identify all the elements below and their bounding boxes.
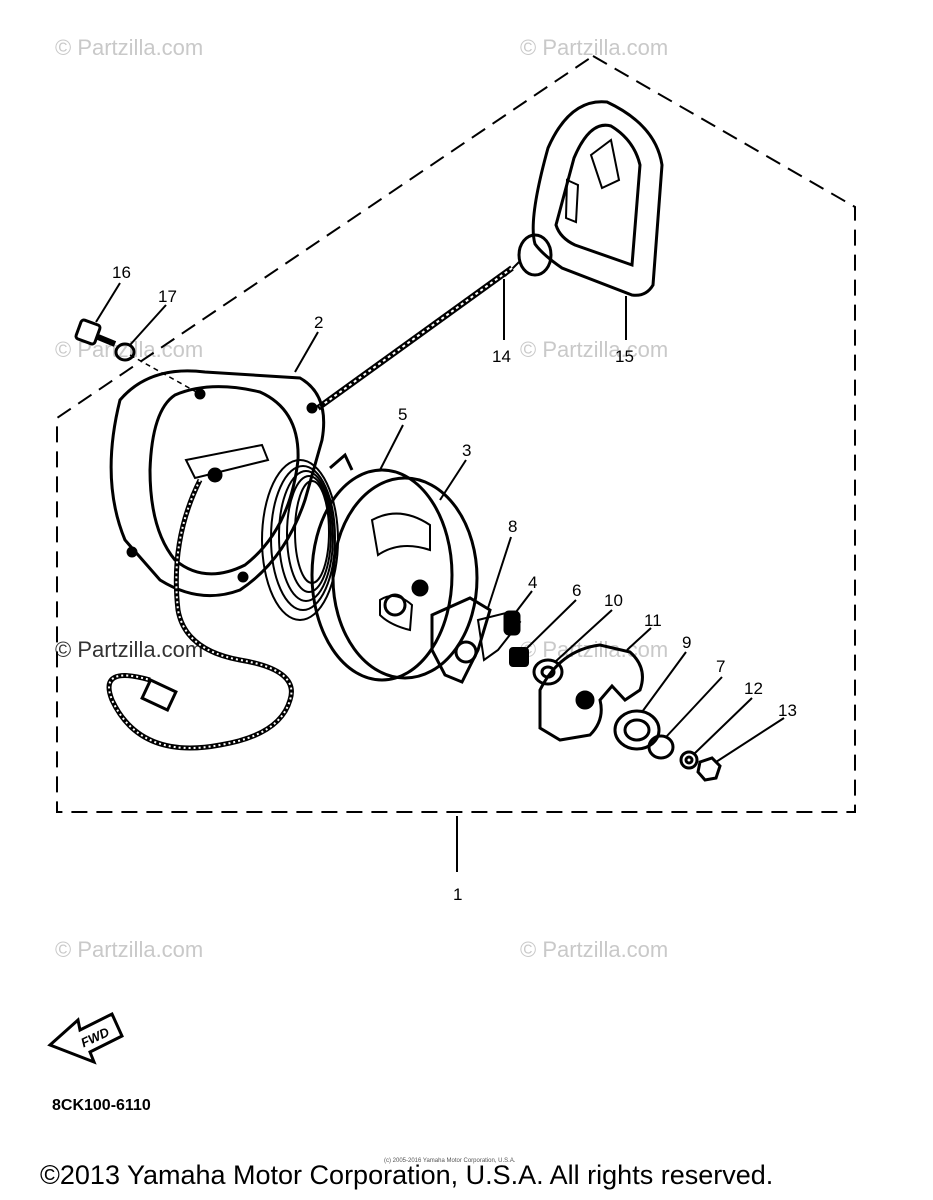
watermark-low-left: © Partzilla.com (55, 637, 204, 662)
callout-16: 16 (112, 263, 131, 282)
watermark-bottom-right: © Partzilla.com (520, 937, 669, 962)
callout-2: 2 (314, 313, 323, 332)
sheave-drum (310, 468, 479, 682)
starter-case (109, 369, 326, 598)
tiny-copyright: (c) 2005-2016 Yamaha Motor Corporation, … (384, 1158, 516, 1164)
fwd-arrow-icon: FWD (47, 1011, 124, 1065)
friction-plate (538, 643, 644, 742)
starter-handle (504, 100, 664, 297)
callout-8: 8 (508, 517, 517, 536)
callout-17: 17 (158, 287, 177, 306)
diagram-part-code: 8CK100-6110 (52, 1097, 151, 1114)
copyright-footer: ©2013 Yamaha Motor Corporation, U.S.A. A… (40, 1160, 774, 1190)
washer-9 (613, 709, 661, 751)
nut-13 (696, 756, 722, 782)
leader-lines (95, 279, 785, 872)
callout-3: 3 (462, 441, 471, 460)
callout-12: 12 (744, 679, 763, 698)
callout-13: 13 (778, 701, 797, 720)
callout-7: 7 (716, 657, 725, 676)
callout-labels: 16 17 2 5 3 8 4 6 10 11 9 7 12 13 14 15 … (112, 263, 797, 904)
washer-7 (647, 734, 675, 760)
washer-17 (114, 342, 136, 362)
watermark-top-left: © Partzilla.com (55, 35, 204, 60)
callout-6: 6 (572, 581, 581, 600)
washer-12 (679, 750, 699, 770)
watermark-low-right: © Partzilla.com (520, 637, 669, 662)
callout-10: 10 (604, 591, 623, 610)
bolt-16 (74, 318, 117, 347)
bolt-alignment-line (129, 354, 201, 395)
callout-9: 9 (682, 633, 691, 652)
watermark-bottom-left: © Partzilla.com (55, 937, 204, 962)
callout-14: 14 (492, 347, 511, 366)
ratchet-pawl (430, 596, 522, 684)
ground-cable (106, 478, 294, 751)
callout-11: 11 (644, 611, 662, 630)
starter-rope (316, 265, 514, 411)
assembly-boundary (56, 55, 856, 813)
watermark-mid-right: © Partzilla.com (520, 337, 669, 362)
callout-1: 1 (453, 885, 462, 904)
callout-5: 5 (398, 405, 407, 424)
callout-15: 15 (615, 347, 634, 366)
callout-4: 4 (528, 573, 537, 592)
